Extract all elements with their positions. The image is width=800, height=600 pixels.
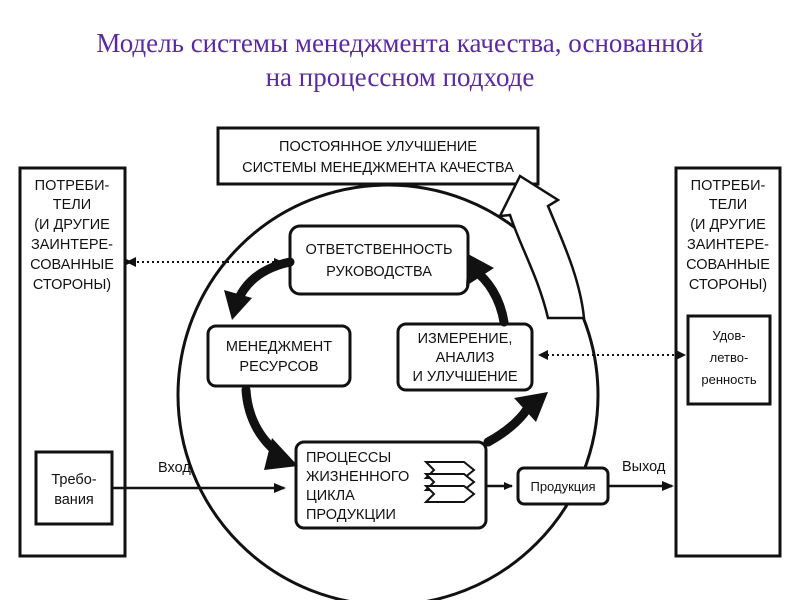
lifecycle-line-4: ПРОДУКЦИИ (306, 507, 396, 523)
lifecycle-line-2: ЖИЗНЕННОГО (306, 469, 409, 485)
measurement-line-1: ИЗМЕРЕНИЕ, (418, 331, 513, 347)
satisfaction-line-3: ренность (701, 372, 757, 387)
left-info-flow-arrow (124, 257, 283, 267)
left-party-line-3: (И ДРУГИЕ (34, 217, 110, 233)
output-flow-arrow: Выход (608, 459, 674, 491)
management-line-1: ОТВЕТСТВЕННОСТЬ (305, 242, 452, 258)
product-box: Продукция (516, 466, 610, 506)
lifecycle-line-1: ПРОЦЕССЫ (306, 450, 391, 466)
output-label: Выход (622, 459, 666, 475)
cycle-arrow-measurement-to-management-icon (466, 254, 509, 327)
improvement-arrow-icon (497, 174, 586, 320)
title-line-2: на процессном подходе (265, 62, 535, 92)
product-label: Продукция (530, 479, 595, 494)
improvement-line-1: ПОСТОЯННОЕ УЛУЧШЕНИЕ (279, 139, 477, 155)
measurement-line-3: И УЛУЧШЕНИЕ (412, 369, 517, 385)
requirements-box: Требо- вания (34, 450, 114, 526)
satisfaction-box: Удов- летво- ренность (686, 314, 772, 406)
left-party-line-6: СТОРОНЫ) (33, 277, 111, 293)
lifecycle-line-3: ЦИКЛА (306, 488, 355, 504)
input-label: Вход (158, 460, 191, 476)
right-party-line-6: СТОРОНЫ) (689, 277, 767, 293)
management-line-2: РУКОВОДСТВА (326, 264, 432, 280)
left-party-line-5: СОВАННЫЕ (30, 257, 114, 273)
input-flow-arrow: Вход (112, 460, 286, 493)
right-party-line-2: ТЕЛИ (709, 197, 747, 213)
lifecycle-box: ПРОЦЕССЫ ЖИЗНЕННОГО ЦИКЛА ПРОДУКЦИИ (294, 440, 488, 530)
cycle-arrow-management-to-resources-icon (224, 257, 295, 320)
page-title: Модель системы менеджмента качества, осн… (0, 26, 800, 94)
cycle-arrow-lifecycle-to-measurement-icon (483, 392, 548, 447)
right-party-line-3: (И ДРУГИЕ (690, 217, 766, 233)
process-chevrons-icon (423, 461, 476, 503)
improvement-box: ПОСТОЯННОЕ УЛУЧШЕНИЕ СИСТЕМЫ МЕНЕДЖМЕНТА… (216, 126, 540, 186)
requirements-line-1: Требо- (51, 472, 96, 488)
satisfaction-line-1: Удов- (712, 328, 745, 343)
resources-line-1: МЕНЕДЖМЕНТ (226, 339, 332, 355)
right-info-flow-arrow (538, 350, 686, 360)
resource-management-box: МЕНЕДЖМЕНТ РЕСУРСОВ (206, 324, 352, 388)
left-party-line-4: ЗАИНТЕРЕ- (31, 237, 113, 253)
left-party-line-1: ПОТРЕБИ- (35, 178, 110, 194)
cycle-arrow-resources-to-lifecycle-icon (241, 385, 298, 470)
measurement-box: ИЗМЕРЕНИЕ, АНАЛИЗ И УЛУЧШЕНИЕ (396, 322, 534, 392)
satisfaction-line-2: летво- (710, 350, 749, 365)
resources-line-2: РЕСУРСОВ (239, 359, 318, 375)
title-line-1: Модель системы менеджмента качества, осн… (96, 28, 704, 58)
left-party-line-2: ТЕЛИ (53, 197, 91, 213)
requirements-line-2: вания (54, 492, 94, 508)
measurement-line-2: АНАЛИЗ (436, 350, 495, 366)
management-responsibility-box: ОТВЕТСТВЕННОСТЬ РУКОВОДСТВА (288, 224, 470, 296)
improvement-line-2: СИСТЕМЫ МЕНЕДЖМЕНТА КАЧЕСТВА (242, 160, 514, 176)
right-party-line-4: ЗАИНТЕРЕ- (687, 237, 769, 253)
right-party-line-1: ПОТРЕБИ- (691, 178, 766, 194)
right-party-line-5: СОВАННЫЕ (686, 257, 770, 273)
